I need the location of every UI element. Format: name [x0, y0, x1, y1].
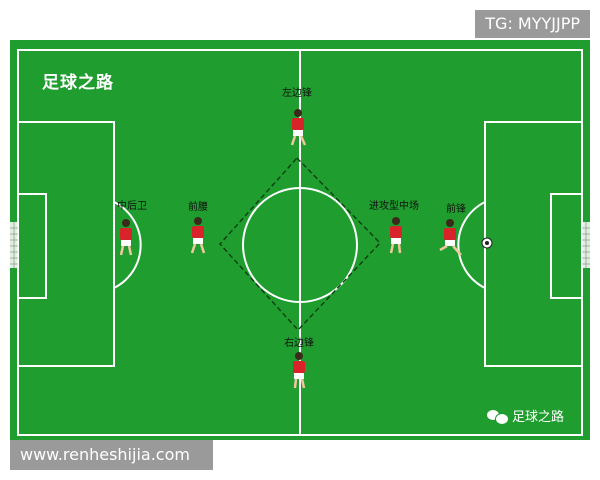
left-goal-net	[10, 222, 18, 268]
diamond-formation-lines	[219, 156, 381, 332]
brand-name: 足球之路	[512, 410, 565, 425]
left-penalty-arc	[113, 201, 142, 289]
wechat-icon	[487, 409, 509, 425]
player-label-left-winger: 左边锋	[282, 88, 312, 99]
player-label-attacking-mid: 前腰	[188, 202, 208, 213]
player-label-striker: 前锋	[446, 204, 466, 215]
watermark-top: TG: MYYJJPP	[475, 10, 590, 38]
player-right-winger	[293, 352, 306, 389]
player-label-advanced-mid: 进攻型中场	[369, 201, 419, 212]
player-center-back	[119, 219, 133, 256]
right-penalty-arc	[457, 201, 486, 289]
pitch-lines	[10, 49, 590, 436]
right-goal-net	[582, 222, 590, 268]
player-attacking-midfielder	[389, 217, 402, 254]
player-striker	[439, 219, 462, 256]
right-penalty-box	[484, 121, 583, 367]
watermark-bottom: www.renheshijia.com	[10, 440, 213, 470]
football-pitch	[10, 40, 590, 440]
ball-icon	[481, 237, 493, 249]
player-label-center-back: 中后卫	[117, 201, 147, 212]
center-circle	[242, 187, 358, 303]
player-label-right-winger: 右边锋	[284, 338, 314, 349]
left-goal-area	[17, 193, 47, 299]
right-goal-area	[550, 193, 583, 299]
left-penalty-box	[17, 121, 115, 367]
player-attacking-midfielder-left	[190, 217, 206, 254]
player-left-winger	[290, 109, 307, 146]
brand-watermark: 足球之路	[487, 406, 564, 425]
diagram-title: 足球之路	[42, 73, 114, 93]
